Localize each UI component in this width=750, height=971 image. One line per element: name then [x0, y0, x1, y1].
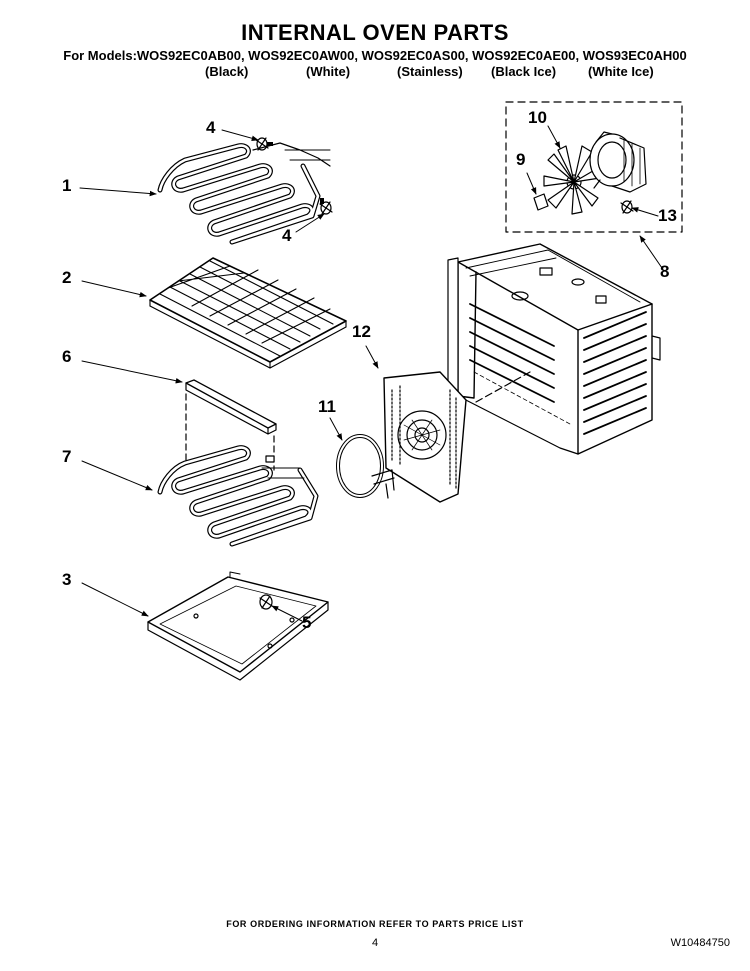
page-title: INTERNAL OVEN PARTS [241, 20, 509, 45]
oven-cavity-part-8 [448, 244, 660, 454]
callout-12: 12 [352, 322, 371, 341]
callout-1: 1 [62, 176, 72, 195]
document-number: W10484750 [670, 937, 730, 949]
callout-4-lower: 4 [282, 226, 292, 245]
finish-white-ice: (White Ice) [588, 64, 654, 79]
callout-4-upper: 4 [206, 118, 216, 137]
callout-8: 8 [660, 262, 670, 281]
finish-black-ice: (Black Ice) [491, 64, 557, 79]
callout-11: 11 [318, 397, 336, 416]
oven-bottom-panel-part-3 [148, 572, 328, 680]
page-number: 4 [371, 937, 379, 949]
terminal-screw-part-4-upper [256, 138, 273, 150]
callout-5: 5 [302, 613, 312, 632]
convection-element-part-11 [338, 436, 394, 498]
callout-10: 10 [528, 108, 547, 127]
fan-assembly-box [506, 102, 682, 232]
callout-6: 6 [62, 347, 72, 366]
leader-lines [80, 126, 662, 621]
callout-3: 3 [62, 570, 72, 589]
callout-9: 9 [516, 150, 526, 169]
finish-white: (White) [306, 64, 351, 79]
models-line: For Models:WOS92EC0AB00, WOS92EC0AW00, W… [63, 48, 687, 63]
callout-7: 7 [62, 447, 72, 466]
screw-part-13 [621, 201, 633, 213]
screw-part-5 [260, 595, 272, 609]
finish-black: (Black) [205, 64, 249, 79]
callout-13: 13 [658, 206, 677, 225]
bake-element-part-7 [157, 448, 319, 547]
fan-nut-part-9 [534, 194, 548, 210]
finish-stainless: (Stainless) [397, 64, 463, 79]
terminal-screw-part-4-lower [320, 198, 332, 214]
ordering-note: FOR ORDERING INFORMATION REFER TO PARTS … [226, 919, 524, 929]
convection-fan-cover-part-12 [384, 372, 466, 502]
element-shield-part-6 [186, 380, 276, 470]
callout-2: 2 [62, 268, 72, 287]
oven-rack-part-2 [150, 258, 346, 368]
fan-motor [590, 132, 646, 192]
broil-element-part-1 [157, 143, 330, 245]
